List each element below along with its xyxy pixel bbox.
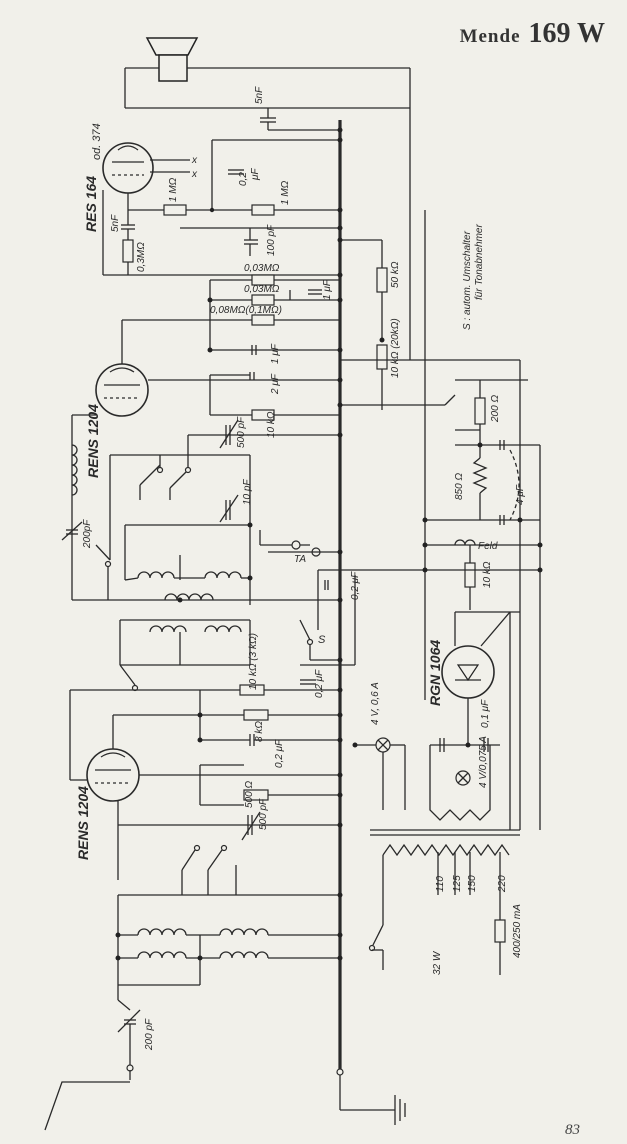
res-200-label: 200 Ω (490, 395, 501, 423)
tube-3-label: RENS 1204 (75, 786, 91, 860)
switch-note: S : autom. Umschalter (462, 230, 473, 330)
switch-note-2: für Tonabnehmer (474, 224, 485, 300)
ground-symbol (394, 1095, 406, 1125)
cap-5nf-top-label: 5nF (254, 86, 265, 104)
power-label: 32 W (432, 950, 443, 975)
tap-125-label: 125 (452, 875, 463, 892)
tube-res164-icon (102, 142, 154, 194)
cap-100pf-label: 100 pF (266, 224, 277, 256)
junction-dots (115, 127, 543, 961)
cap-4uf-label: 4 μF (515, 484, 526, 505)
res-008m-label: 0,08MΩ(0,1MΩ) (210, 305, 282, 316)
tube-2-label: RENS 1204 (85, 404, 101, 478)
fuse-label: 400/250 mA (512, 904, 523, 958)
res-850-zigzag (472, 457, 488, 494)
fuse-icon (494, 919, 506, 943)
cap-10pf-label: 10 pF (242, 479, 253, 505)
page-number: 83 (565, 1122, 580, 1138)
res-850-label: 850 Ω (454, 473, 465, 500)
coupling-coil-icon (71, 444, 78, 496)
res-003m-a-label: 0,03MΩ (244, 263, 280, 274)
res-10k-3k-label: 10 kΩ (3 kΩ) (248, 633, 259, 690)
cap-500pf-a-label: 500 pF (236, 416, 247, 448)
res-1mohm-b-label: 1 MΩ (280, 180, 291, 205)
lamp-b-label: 4 V/0,075 A (478, 736, 489, 788)
switch-s-label: S (318, 634, 326, 646)
brand-name: Mende (459, 26, 521, 47)
tube-rens1204-b-icon (86, 748, 140, 802)
cap-02uf-a-unit: μF (250, 168, 261, 181)
svg-text:x: x (191, 169, 198, 180)
cap-02uf-c-label: 0,2 μF (314, 669, 325, 698)
res-10k-20k-label: 10 kΩ (20kΩ) (390, 318, 401, 378)
res-10k-a-label: 10 kΩ (266, 411, 277, 438)
model-number: 169 W (528, 18, 606, 49)
ground-terminal (336, 1068, 344, 1076)
coil-pair-c-icon (137, 928, 269, 959)
res-003m-b-label: 0,03MΩ (244, 284, 280, 295)
cap-500pf-b-label: 500 pF (258, 798, 269, 830)
tap-220-label: 220 (497, 875, 508, 893)
tap-110-label: 110 (435, 876, 446, 892)
coil-pair-b-icon (149, 625, 242, 633)
res-50k-label: 50 kΩ (390, 261, 401, 288)
cap-1uf-top-label: 1 μF (322, 279, 333, 300)
feld-label: Feld (478, 541, 498, 552)
tube-rens1204-a-icon (95, 363, 149, 417)
speaker-icon (145, 37, 199, 82)
svg-text:x: x (191, 155, 198, 166)
res-03mohm-label: 0,3MΩ (136, 242, 147, 272)
ta-label: TA (294, 554, 306, 565)
schematic-title: Mende 169 W (460, 18, 605, 50)
cap-01uf-label: 0,1 μF (480, 699, 491, 728)
res-1mohm-a-label: 1 MΩ (168, 177, 179, 202)
cap-1uf-label: 1 μF (270, 343, 281, 364)
res-8k-label: 8 kΩ (254, 721, 265, 742)
cap-2uf-label: 2 μF (270, 373, 281, 395)
cap-02uf-d-label: 0,2 μF (274, 739, 285, 768)
cap-200pf-left-label: 200pF (82, 519, 93, 549)
res-500-label: 500 Ω (244, 781, 255, 808)
tube-rect-label: RGN 1064 (427, 640, 443, 706)
antenna-icon (44, 1081, 130, 1131)
transformer-primary-winding (382, 843, 510, 857)
lamp-a-label: 4 V, 0,6 A (370, 682, 381, 725)
tube-1-note: od. 374 (91, 123, 103, 160)
coil-pair-a-icon (137, 571, 242, 601)
res-10k-b-label: 10 kΩ (482, 561, 493, 588)
cap-5nf-left-label: 5nF (110, 214, 121, 232)
tube-1-label: RES 164 (83, 176, 99, 232)
cap-200pf-ant-label: 200 pF (144, 1018, 155, 1051)
tap-150-label: 150 (467, 875, 478, 892)
tube-rgn1064-icon (441, 645, 495, 699)
cap-02uf-a-label: 0,2 (238, 172, 249, 186)
